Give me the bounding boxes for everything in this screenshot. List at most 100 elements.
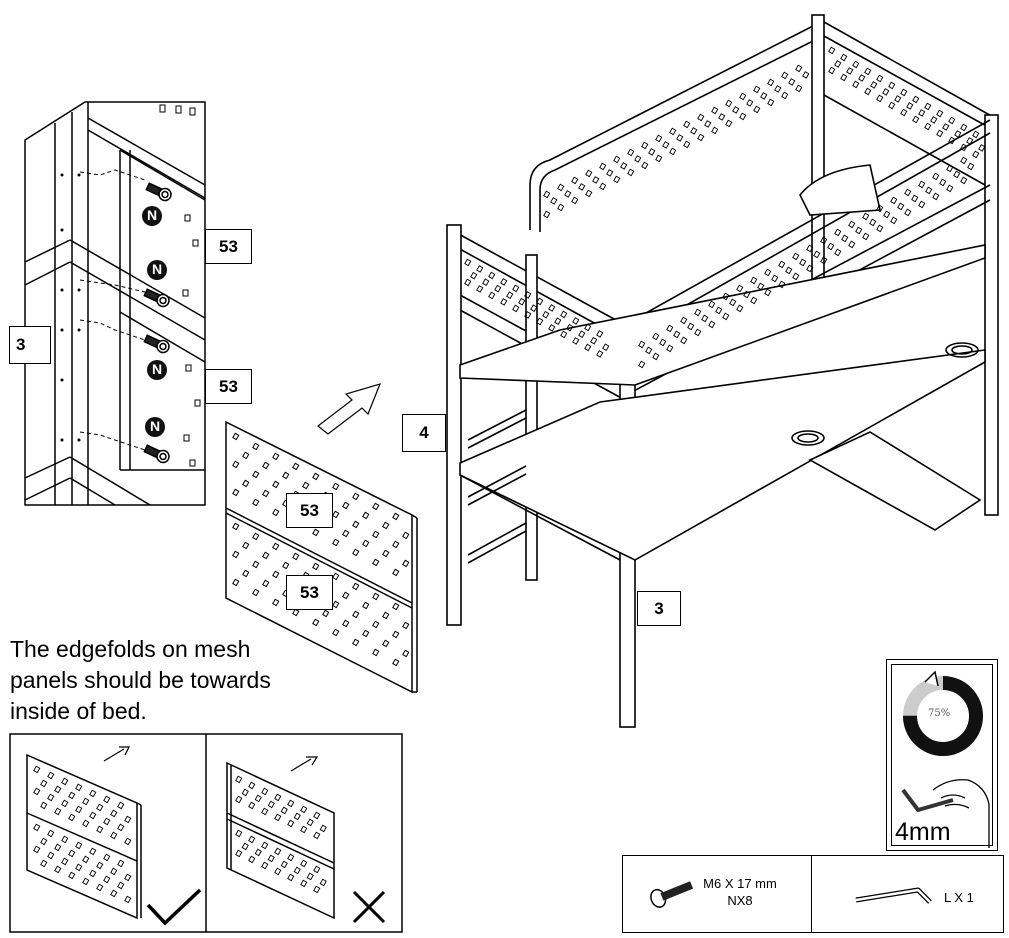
perforation — [117, 881, 125, 890]
perforation — [848, 220, 856, 229]
perforation — [638, 340, 646, 349]
perforation — [362, 601, 370, 610]
perforation — [946, 184, 954, 193]
perforation — [722, 292, 730, 301]
perforation — [560, 330, 568, 339]
perforation — [352, 520, 360, 529]
perforation — [792, 252, 800, 261]
perforation — [841, 234, 849, 243]
perforation — [392, 568, 400, 577]
perforation — [362, 539, 370, 548]
perforation — [248, 781, 256, 790]
perforation — [924, 102, 932, 111]
perforation — [313, 865, 321, 874]
perforation — [795, 64, 803, 73]
perforation — [464, 258, 472, 267]
perforation — [61, 857, 69, 866]
perforation — [904, 188, 912, 197]
perforation — [332, 510, 340, 519]
perforation — [464, 278, 472, 287]
perforation — [500, 278, 508, 286]
perforation — [750, 276, 758, 285]
perforation — [669, 127, 677, 136]
perforation — [261, 861, 269, 870]
perforation — [771, 274, 779, 283]
bolt-marker-n-3: N — [151, 361, 163, 377]
bolt-icon — [650, 881, 694, 908]
perforation — [774, 85, 782, 93]
perforation — [252, 560, 260, 569]
perforation — [306, 872, 314, 881]
perforation — [117, 859, 125, 868]
perforation — [694, 308, 702, 317]
perforation — [89, 811, 97, 820]
perforation — [599, 182, 607, 191]
perforation — [242, 541, 250, 550]
perforation — [834, 248, 842, 257]
perforation — [846, 67, 854, 75]
perforation — [572, 337, 580, 345]
perforation — [764, 288, 772, 297]
perforation — [292, 608, 300, 617]
bolt-marker-n-2: N — [151, 261, 163, 277]
perforation — [82, 855, 90, 864]
perforation — [332, 628, 340, 637]
perforation — [557, 183, 565, 192]
perforation — [925, 186, 933, 195]
perforation — [840, 73, 848, 82]
hardware-table — [622, 855, 1004, 933]
perforation — [117, 801, 125, 810]
torque-ring-icon — [903, 670, 983, 756]
perforation — [75, 783, 83, 792]
callout-detail-mid-53: 53 — [205, 369, 252, 404]
perforation — [274, 867, 282, 876]
perforation — [820, 236, 828, 245]
perforation — [342, 619, 350, 628]
perforation — [47, 771, 55, 780]
perforation — [494, 284, 502, 293]
check-mark-icon — [146, 888, 202, 926]
perforation — [960, 143, 968, 152]
perforation — [524, 311, 532, 319]
perforation — [918, 200, 926, 209]
perforation — [272, 508, 280, 517]
perforation — [312, 528, 320, 537]
direction-arrow-icon — [317, 383, 382, 435]
perforation — [739, 112, 747, 121]
perforation — [47, 829, 55, 838]
perforation — [40, 859, 48, 868]
perforation — [799, 258, 807, 267]
perforation — [261, 807, 269, 816]
perforation — [882, 88, 890, 96]
perforation — [322, 609, 330, 618]
perforation — [894, 95, 902, 103]
perforation — [254, 794, 262, 803]
perforation — [697, 113, 705, 122]
perforation — [476, 265, 484, 273]
perforation — [711, 126, 719, 135]
perforation — [124, 815, 132, 824]
perforation — [382, 549, 390, 558]
perforation — [372, 558, 380, 567]
perforation — [960, 176, 968, 185]
perforation — [715, 306, 723, 315]
perforation — [54, 843, 62, 852]
perforation — [54, 865, 62, 874]
perforation — [876, 94, 884, 103]
perforation — [967, 162, 975, 171]
perforation — [274, 847, 282, 856]
perforation — [820, 256, 828, 265]
perforation — [89, 847, 97, 856]
perforation — [785, 266, 793, 275]
perforation — [701, 314, 709, 323]
perforation — [680, 336, 688, 345]
perforation — [232, 488, 240, 497]
perforation — [287, 853, 295, 862]
perforation — [584, 323, 592, 332]
perforation — [781, 71, 789, 80]
perforation — [620, 162, 628, 170]
perforation — [342, 501, 350, 510]
perforation — [572, 317, 580, 325]
perforation — [834, 60, 842, 68]
perforation — [648, 148, 656, 156]
